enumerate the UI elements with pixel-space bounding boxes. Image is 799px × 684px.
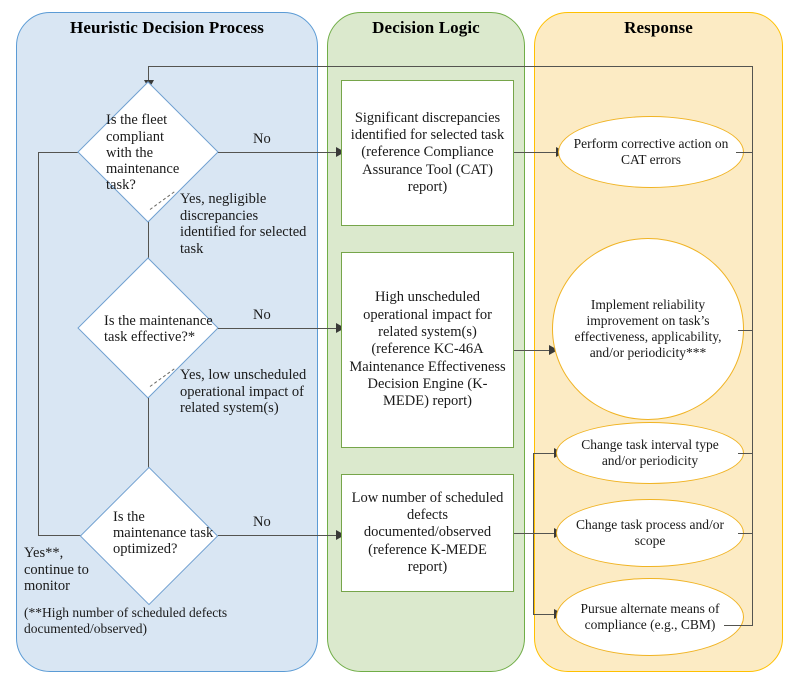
r3-to-bus-line bbox=[738, 453, 753, 454]
yes3-return-hline-top bbox=[38, 152, 88, 153]
d3-no-label: No bbox=[253, 514, 271, 530]
d1-no-label: No bbox=[253, 131, 271, 147]
b2-to-r2-line bbox=[514, 350, 552, 351]
r5-to-bus-line bbox=[724, 625, 753, 626]
lane-title-decision-logic: Decision Logic bbox=[372, 18, 480, 37]
d2-yes-label: Yes, low unscheduled operational impact … bbox=[180, 367, 307, 417]
decision-is-task-effective-label: Is the maintenance task effective?* bbox=[104, 312, 213, 345]
d1-yes-line bbox=[148, 222, 149, 270]
b3-to-r5-line bbox=[533, 614, 557, 615]
decision-is-task-optimized-label: Is the maintenance task optimized? bbox=[113, 508, 214, 558]
feedback-into-d1-vline bbox=[148, 66, 149, 82]
response-implement-reliability-improvement[interactable]: Implement reliability improvement on tas… bbox=[552, 238, 744, 420]
d2-no-arrow bbox=[336, 323, 345, 333]
b2-to-r2-arrow bbox=[549, 345, 558, 355]
b3-to-r3-line bbox=[533, 453, 557, 454]
b1-to-r1-line bbox=[514, 152, 559, 153]
logic-box-significant-discrepancies[interactable]: Significant discrepancies identified for… bbox=[341, 80, 514, 226]
response-change-task-interval[interactable]: Change task interval type and/or periodi… bbox=[556, 422, 744, 484]
d1-no-arrow bbox=[336, 147, 345, 157]
feedback-right-vline bbox=[752, 66, 753, 626]
logic-box-low-scheduled-defects[interactable]: Low number of scheduled defects document… bbox=[341, 474, 514, 592]
d2-no-line bbox=[218, 328, 338, 329]
response-change-task-process[interactable]: Change task process and/or scope bbox=[556, 499, 744, 567]
b3-branch-stem bbox=[514, 533, 533, 534]
r4-to-bus-line bbox=[738, 533, 753, 534]
d3-no-arrow bbox=[336, 530, 345, 540]
footnote-text: (**High number of scheduled defects docu… bbox=[24, 605, 228, 636]
d2-yes-line bbox=[148, 398, 149, 486]
yes3-return-hline-bottom bbox=[38, 535, 100, 536]
r2-to-bus-line bbox=[738, 330, 753, 331]
lane-title-response: Response bbox=[624, 18, 693, 37]
r1-to-bus-line bbox=[736, 152, 753, 153]
d1-yes-label: Yes, negligible discrepancies identified… bbox=[180, 191, 307, 257]
d1-no-line bbox=[218, 152, 338, 153]
response-perform-corrective-action[interactable]: Perform corrective action on CAT errors bbox=[558, 116, 744, 188]
feedback-top-hline bbox=[148, 66, 753, 67]
yes3-return-vline bbox=[38, 152, 39, 536]
response-pursue-alternate-means[interactable]: Pursue alternate means of compliance (e.… bbox=[556, 578, 744, 656]
decision-is-fleet-compliant-label: Is the fleet compliant with the maintena… bbox=[106, 112, 180, 194]
b3-to-r4-line bbox=[533, 533, 557, 534]
logic-box-high-unscheduled-impact[interactable]: High unscheduled operational impact for … bbox=[341, 252, 514, 448]
d3-yes-label: Yes**, continue to monitor bbox=[24, 545, 89, 595]
d2-no-label: No bbox=[253, 307, 271, 323]
d3-no-line bbox=[218, 535, 338, 536]
lane-title-heuristic: Heuristic Decision Process bbox=[70, 18, 264, 37]
